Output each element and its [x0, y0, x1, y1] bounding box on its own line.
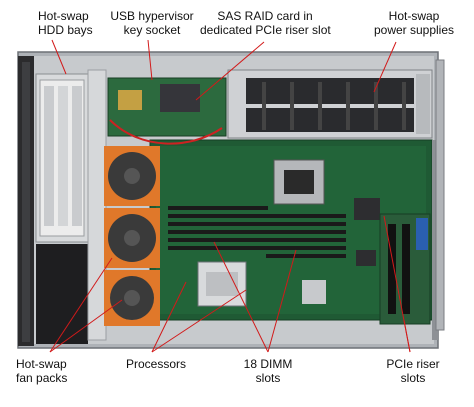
label-raid-card-line1: SAS RAID card in — [217, 9, 313, 23]
label-usb-key-line2: key socket — [123, 23, 181, 37]
label-fan-packs: Hot-swap fan packs — [16, 357, 67, 385]
label-raid-card: SAS RAID card in dedicated PCIe riser sl… — [200, 9, 331, 37]
label-power-supplies: Hot-swap power supplies — [366, 9, 462, 37]
callout-pcie2 — [403, 319, 411, 353]
callout-fan2 — [49, 299, 123, 353]
hdd-bays — [35, 73, 89, 344]
fan-packs — [104, 146, 160, 326]
label-dimm-slots-line1: 18 DIMM — [243, 357, 293, 371]
label-processors: Processors — [126, 357, 186, 371]
callout-raid — [195, 41, 265, 101]
label-pcie-riser: PCIe riser slots — [378, 357, 448, 385]
callout-usb — [147, 39, 153, 81]
callout-lines — [49, 39, 411, 353]
raid-card-riser — [107, 77, 227, 145]
label-dimm-slots: 18 DIMM slots — [240, 357, 296, 385]
label-pcie-riser-line2: slots — [400, 371, 426, 385]
label-power-supplies-line2: power supplies — [373, 23, 455, 37]
label-hdd-bays: Hot-swap HDD bays — [38, 9, 93, 37]
label-dimm-slots-line2: slots — [255, 371, 281, 385]
callout-psu — [373, 41, 397, 93]
label-usb-key-line1: USB hypervisor — [110, 9, 194, 23]
label-power-supplies-line1: Hot-swap — [388, 9, 440, 23]
label-fan-packs-line2: fan packs — [16, 371, 68, 385]
processors — [197, 159, 325, 307]
power-supplies — [227, 69, 433, 139]
dimm-slots — [168, 206, 346, 258]
label-processors-line1: Processors — [126, 357, 187, 371]
callout-proc2 — [151, 289, 247, 353]
label-raid-card-line2: dedicated PCIe riser slot — [200, 23, 331, 37]
callout-dimm2 — [267, 249, 297, 353]
callout-fan1 — [49, 257, 113, 353]
label-hdd-bays-line1: Hot-swap — [38, 9, 89, 23]
label-pcie-riser-line1: PCIe riser — [386, 357, 440, 371]
callout-hdd — [51, 39, 67, 75]
label-usb-key: USB hypervisor key socket — [108, 9, 196, 37]
pcie-riser-slots — [379, 213, 431, 325]
label-fan-packs-line1: Hot-swap — [16, 357, 67, 371]
label-hdd-bays-line2: HDD bays — [38, 23, 93, 37]
callout-dimm1 — [213, 241, 269, 353]
callout-proc1 — [151, 281, 187, 353]
